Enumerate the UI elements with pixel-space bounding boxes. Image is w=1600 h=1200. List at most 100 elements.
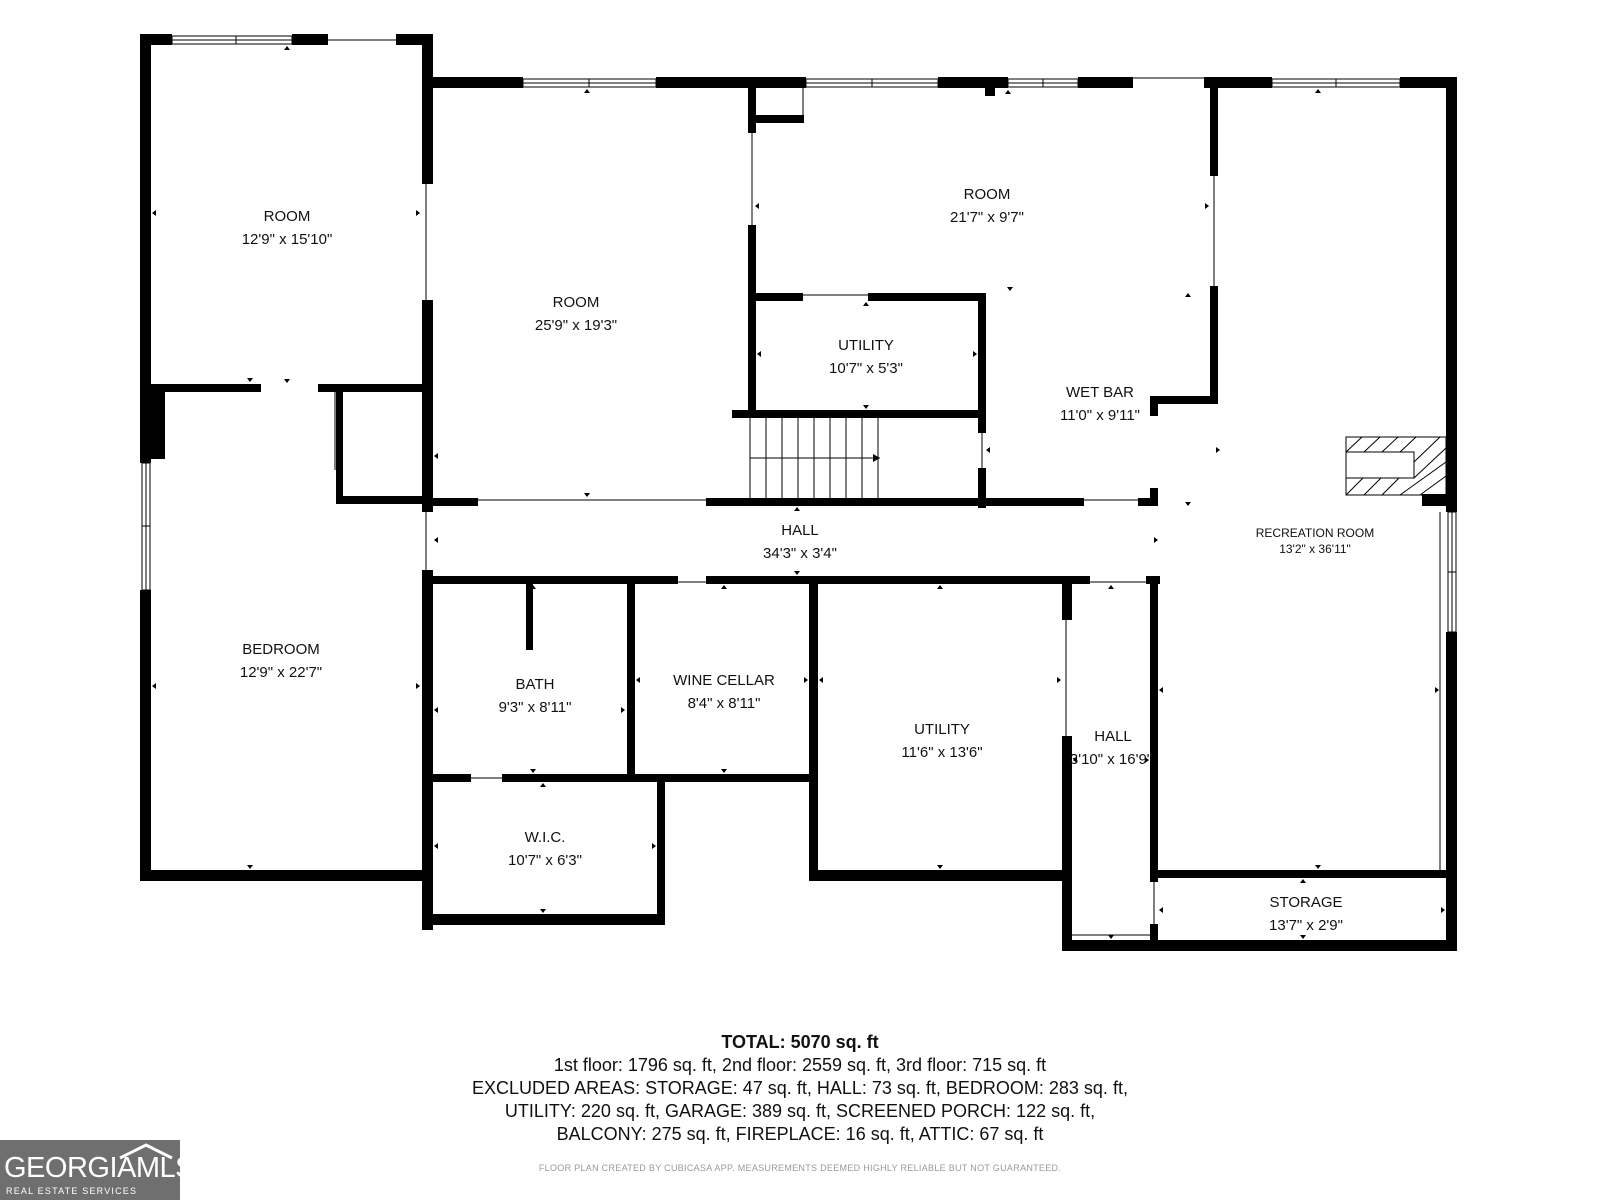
- wall: [732, 410, 986, 418]
- bedroom-name: BEDROOM: [242, 641, 320, 658]
- wine-cellar-dims: 8'4" x 8'11": [688, 695, 761, 712]
- wall: [336, 496, 433, 504]
- hall-side-dims: 3'10" x 16'9": [1070, 751, 1152, 768]
- wall: [422, 914, 665, 925]
- floor-areas: 1st floor: 1796 sq. ft, 2nd floor: 2559 …: [553, 1055, 1047, 1075]
- wall: [1210, 286, 1218, 404]
- wall: [1062, 736, 1072, 950]
- wall: [140, 870, 433, 881]
- wall: [1446, 632, 1457, 950]
- wall: [627, 584, 635, 780]
- wall: [422, 300, 433, 512]
- wall: [1062, 940, 1457, 951]
- wall: [422, 498, 478, 506]
- wine-cellar-name: WINE CELLAR: [673, 672, 775, 689]
- wall: [938, 77, 1008, 88]
- storage-name: STORAGE: [1269, 894, 1342, 911]
- room-labels: ROOM 12'9" x 15'10" ROOM 25'9" x 19'3" R…: [240, 186, 1374, 934]
- room-nw-name: ROOM: [264, 208, 311, 225]
- wall: [1150, 576, 1158, 882]
- wall: [1446, 878, 1457, 943]
- utility-upper-name: UTILITY: [838, 337, 894, 354]
- wall: [748, 115, 804, 123]
- area-summary: TOTAL: 5070 sq. ft 1st floor: 1796 sq. f…: [300, 1030, 1300, 1146]
- wall: [1150, 870, 1457, 878]
- wall: [396, 34, 433, 45]
- wall: [422, 570, 433, 930]
- fireplace: [1345, 436, 1447, 496]
- room-ne-name: ROOM: [964, 186, 1011, 203]
- wall: [140, 590, 151, 880]
- utility-lower-name: UTILITY: [914, 721, 970, 738]
- wall: [151, 384, 261, 392]
- wall: [1078, 77, 1133, 88]
- room-ne-dims: 21'7" x 9'7": [950, 209, 1024, 226]
- wall: [422, 34, 433, 184]
- disclaimer: FLOOR PLAN CREATED BY CUBICASA APP. MEAS…: [538, 1163, 1062, 1173]
- wall: [140, 34, 151, 384]
- roof-icon: [119, 1143, 173, 1160]
- excluded-areas-line-2: UTILITY: 220 sq. ft, GARAGE: 389 sq. ft,…: [504, 1101, 1096, 1121]
- bath-dims: 9'3" x 8'11": [499, 699, 572, 716]
- room-nw-dims: 12'9" x 15'10": [242, 231, 333, 248]
- wall: [1138, 498, 1158, 506]
- staircase: [749, 418, 880, 498]
- wall: [706, 576, 1090, 584]
- wall: [985, 88, 995, 96]
- storage-dims: 13'7" x 2'9": [1269, 917, 1343, 934]
- windows: [141, 35, 1457, 633]
- wall: [526, 584, 533, 650]
- bath-name: BATH: [516, 676, 555, 693]
- wet-bar-dims: 11'0" x 9'11": [1060, 407, 1140, 424]
- wall: [1150, 396, 1218, 404]
- wall: [433, 77, 523, 88]
- wall: [657, 774, 665, 924]
- wall: [292, 34, 328, 45]
- wall: [1210, 88, 1218, 176]
- wall: [1422, 494, 1457, 506]
- wall: [748, 88, 756, 133]
- door-openings: [328, 39, 1441, 936]
- wall: [809, 870, 1071, 881]
- wall: [1204, 77, 1272, 88]
- wall: [809, 584, 818, 880]
- room-center-dims: 25'9" x 19'3": [535, 317, 617, 334]
- wall: [1446, 77, 1457, 512]
- wall: [1400, 77, 1455, 88]
- wall: [422, 576, 678, 584]
- dimension-ticks: [152, 46, 1445, 939]
- wall: [140, 34, 172, 45]
- wet-bar-name: WET BAR: [1066, 384, 1134, 401]
- total-area: TOTAL: 5070 sq. ft: [721, 1032, 879, 1052]
- wall: [336, 392, 343, 504]
- wall: [318, 384, 422, 392]
- walls: [140, 34, 1457, 951]
- excluded-areas-line-3: BALCONY: 275 sq. ft, FIREPLACE: 16 sq. f…: [556, 1124, 1044, 1144]
- hall-main-dims: 34'3" x 3'4": [763, 545, 837, 562]
- wic-name: W.I.C.: [525, 829, 566, 846]
- wall: [140, 459, 151, 463]
- room-center-name: ROOM: [553, 294, 600, 311]
- wic-dims: 10'7" x 6'3": [508, 852, 582, 869]
- hall-side-name: HALL: [1094, 728, 1132, 745]
- wall: [1150, 924, 1158, 944]
- wall: [1150, 488, 1158, 506]
- utility-lower-dims: 11'6" x 13'6": [901, 744, 982, 761]
- bedroom-dims: 12'9" x 22'7": [240, 664, 322, 681]
- wall: [978, 468, 986, 508]
- hall-main-name: HALL: [781, 522, 819, 539]
- wall: [433, 774, 471, 782]
- utility-upper-dims: 10'7" x 5'3": [829, 360, 903, 377]
- wall: [656, 77, 806, 88]
- wall: [748, 293, 803, 301]
- wall: [748, 225, 756, 417]
- recreation-room-dims: 13'2" x 36'11": [1279, 542, 1351, 556]
- wall: [1062, 584, 1072, 620]
- recreation-room-name: RECREATION ROOM: [1256, 526, 1374, 540]
- wall: [1150, 396, 1158, 416]
- logo-brand: GEORGIAMLS: [4, 1152, 180, 1184]
- excluded-areas-line-1: EXCLUDED AREAS: STORAGE: 47 sq. ft, HALL…: [472, 1078, 1128, 1098]
- wall: [140, 384, 165, 459]
- wall: [706, 498, 1084, 506]
